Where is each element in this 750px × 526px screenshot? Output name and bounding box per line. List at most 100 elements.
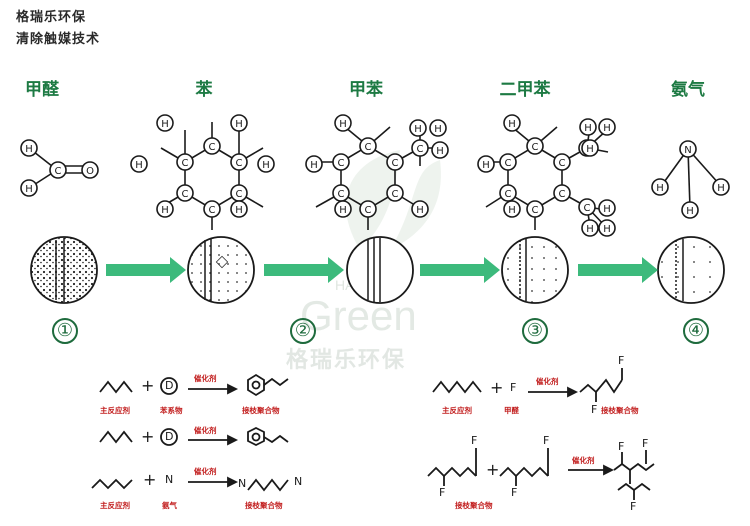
svg-text:C: C [55,166,62,177]
graft-polymer-label: 接枝聚合物 [242,406,280,415]
arrow-4 [578,257,658,283]
catalyst-label: 催化剂 [194,426,217,435]
step-1-badge: ① [52,318,78,344]
svg-text:H: H [508,119,516,130]
svg-text:C: C [365,142,372,153]
molecule-title-xylene: 二甲苯 [499,80,551,100]
svg-text:C: C [182,189,189,200]
svg-text:C: C [209,205,216,216]
formaldehyde-label: 甲醛 [504,406,519,415]
filter-stage-4 [501,236,569,304]
svg-text:H: H [603,123,611,134]
svg-text:H: H [717,183,725,194]
svg-text:C: C [236,158,243,169]
svg-text:H: H [414,124,422,135]
svg-text:C: C [338,189,345,200]
graft-polymer-label: 接枝聚合物 [601,406,639,415]
plus-sign: + [143,470,157,489]
svg-text:H: H [161,119,169,130]
step-4-badge: ④ [683,318,709,344]
nitrogen-symbol: N [294,475,303,488]
svg-text:C: C [338,158,345,169]
svg-text:H: H [135,160,143,171]
fluorine-symbol: F [618,354,625,367]
graft-polymer-label: 接枝聚合物 [455,501,493,510]
step-3-badge: ③ [522,318,548,344]
svg-text:H: H [310,160,318,171]
fluorine-symbol: F [642,437,649,450]
molecule-title-toluene: 甲苯 [349,80,383,100]
svg-text:H: H [584,123,592,134]
svg-text:C: C [209,142,216,153]
main-reactant-label: 主反应剂 [100,501,130,510]
filter-stage-1 [30,236,98,304]
svg-text:H: H [434,124,442,135]
svg-text:C: C [392,158,399,169]
svg-text:H: H [686,206,694,217]
molecule-title-formaldehyde: 甲醛 [25,80,59,100]
svg-text:H: H [235,205,243,216]
svg-text:H: H [161,205,169,216]
svg-text:H: H [25,144,33,155]
svg-text:C: C [392,189,399,200]
svg-text:C: C [505,158,512,169]
arrow-1 [106,257,186,283]
benzene-series-symbol: D [165,430,174,443]
svg-text:H: H [603,204,611,215]
catalyst-label: 催化剂 [194,374,217,383]
svg-text:H: H [339,119,347,130]
ammonia-label: 氨气 [162,501,177,510]
svg-text:C: C [532,205,539,216]
catalyst-label: 催化剂 [536,377,559,386]
svg-text:H: H [586,144,594,155]
svg-text:C: C [365,205,372,216]
svg-text:H: H [603,224,611,235]
nitrogen-symbol: N [165,473,174,486]
benzene-series-symbol: D [165,379,174,392]
svg-text:C: C [236,189,243,200]
plus-sign: + [486,460,500,479]
fluorine-symbol: F [510,381,517,394]
plus-sign: + [141,376,155,395]
flow-arrows [106,257,658,283]
molecule-title-benzene: 苯 [195,80,213,100]
fluorine-symbol: F [630,500,637,513]
svg-text:H: H [339,205,347,216]
svg-text:H: H [586,224,594,235]
arrow-2 [264,257,344,283]
plus-sign: + [141,427,155,446]
svg-text:C: C [532,142,539,153]
filter-stage-3 [346,236,414,304]
fluorine-symbol: F [439,486,446,499]
svg-text:N: N [684,145,691,156]
fluorine-symbol: F [591,403,598,416]
svg-text:C: C [559,189,566,200]
fluorine-symbol: F [543,434,550,447]
watermark-company: 格瑞乐环保 [286,348,407,373]
svg-text:H: H [508,205,516,216]
graft-polymer-label: 接枝聚合物 [245,501,283,510]
brand-line-1: 格瑞乐环保 [16,10,87,25]
molecule-title-ammonia: 氨气 [671,80,705,100]
svg-text:H: H [482,160,490,171]
fluorine-symbol: F [471,434,478,447]
filter-stage-2 [187,236,255,304]
svg-text:C: C [559,158,566,169]
nitrogen-symbol: N [238,477,247,490]
main-reactant-label: 主反应剂 [442,406,472,415]
svg-text:H: H [436,146,444,157]
arrow-3 [420,257,500,283]
brand-line-2: 清除触媒技术 [16,32,101,47]
svg-text:C: C [505,189,512,200]
svg-text:H: H [25,184,33,195]
svg-text:H: H [416,205,424,216]
catalyst-label: 催化剂 [194,467,217,476]
svg-text:C: C [182,158,189,169]
step-2-badge: ② [290,318,316,344]
svg-text:C: C [584,203,591,214]
svg-text:H: H [262,160,270,171]
plus-sign: + [490,378,504,397]
svg-text:H: H [656,183,664,194]
